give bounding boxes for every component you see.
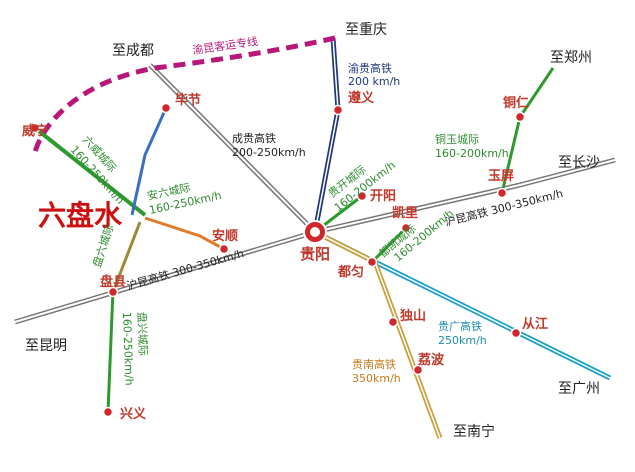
hub-guiyang-marker[interactable] — [303, 220, 327, 244]
line-label-yugui-name: 渝贵高铁 — [348, 61, 392, 75]
station-bijie[interactable]: 毕节 — [175, 92, 201, 108]
line-label-guiguang-name: 贵广高铁 — [438, 319, 482, 333]
station-panxian[interactable]: 盘县 — [100, 274, 126, 290]
dest-chongqing: 至重庆 — [345, 22, 387, 38]
station-weining[interactable]: 威宁 — [22, 123, 48, 139]
line-guinan — [313, 229, 443, 439]
line-label-chenggui-name: 成贵高铁 — [232, 131, 276, 145]
station-libo[interactable]: 荔波 — [417, 352, 445, 368]
dest-nanning: 至南宁 — [453, 423, 495, 440]
line-label-guinan-speed: 350km/h — [352, 372, 401, 385]
dest-changsha: 至长沙 — [558, 155, 600, 171]
station-duyun[interactable]: 都匀 — [337, 264, 364, 280]
line-duxin — [370, 226, 408, 264]
station-kaili[interactable]: 凯里 — [392, 205, 418, 221]
line-label-guiguang-speed: 250km/h — [438, 334, 487, 347]
line-anliu — [144, 216, 225, 251]
station-yuping[interactable]: 玉屏 — [488, 169, 514, 184]
dest-chengdu: 至成都 — [112, 43, 154, 59]
station-dot-panxian[interactable] — [107, 286, 119, 298]
station-congjiang[interactable]: 从江 — [522, 316, 548, 332]
dest-zhengzhou: 至郑州 — [550, 50, 592, 66]
station-dot-kaiyang[interactable] — [356, 190, 368, 202]
hub-guiyang-label[interactable]: 贵阳 — [300, 245, 330, 263]
station-dot-duyun[interactable] — [366, 256, 378, 268]
station-dot-dushan[interactable] — [387, 316, 399, 328]
station-dot-zunyi[interactable] — [332, 104, 344, 116]
line-panxing — [106, 289, 115, 413]
station-xingyi[interactable]: 兴义 — [120, 406, 147, 422]
dest-guangzhou: 至广州 — [558, 381, 600, 397]
station-anshun[interactable]: 安顺 — [212, 228, 238, 244]
station-dot-anshun[interactable] — [218, 243, 230, 255]
line-label-tongyu-name: 铜玉城际 — [435, 132, 479, 146]
station-dot-weining[interactable] — [29, 122, 41, 134]
line-bijie-liupanshui — [130, 107, 168, 216]
dest-kunming: 至昆明 — [25, 338, 67, 354]
station-kaiyang[interactable]: 开阳 — [370, 189, 396, 204]
line-label-tongyu-speed: 160-200km/h — [435, 147, 509, 160]
station-dot-congjiang[interactable] — [510, 327, 522, 339]
focus-city-liupanshui[interactable]: 六盘水 — [38, 199, 124, 233]
station-dot-libo[interactable] — [412, 364, 424, 376]
line-label-guinan-name: 贵南高铁 — [352, 357, 396, 371]
station-dushan[interactable]: 独山 — [400, 308, 426, 324]
line-liupan — [111, 221, 142, 293]
station-dot-yuping[interactable] — [496, 187, 508, 199]
line-label-chenggui-speed: 200-250km/h — [232, 146, 306, 159]
station-dot-bijie[interactable] — [160, 102, 172, 114]
line-chenggui — [148, 63, 317, 234]
station-zunyi[interactable]: 遵义 — [348, 90, 375, 106]
line-yukun — [32, 35, 336, 153]
station-dot-kaili[interactable] — [400, 222, 412, 234]
line-label-yugui-speed: 200 km/h — [348, 75, 400, 88]
line-liuwei — [33, 126, 147, 217]
station-dot-tongren[interactable] — [514, 111, 526, 123]
line-hukun — [14, 157, 616, 325]
line-label-panxing-speed: 160-250km/h — [120, 312, 136, 386]
station-tongren[interactable]: 铜仁 — [502, 95, 529, 111]
line-label-panxing-name: 盘兴城际 — [135, 312, 151, 356]
line-label-hukun-west: 沪昆高铁 300-350km/h — [125, 246, 245, 293]
station-dot-xingyi[interactable] — [102, 406, 114, 418]
